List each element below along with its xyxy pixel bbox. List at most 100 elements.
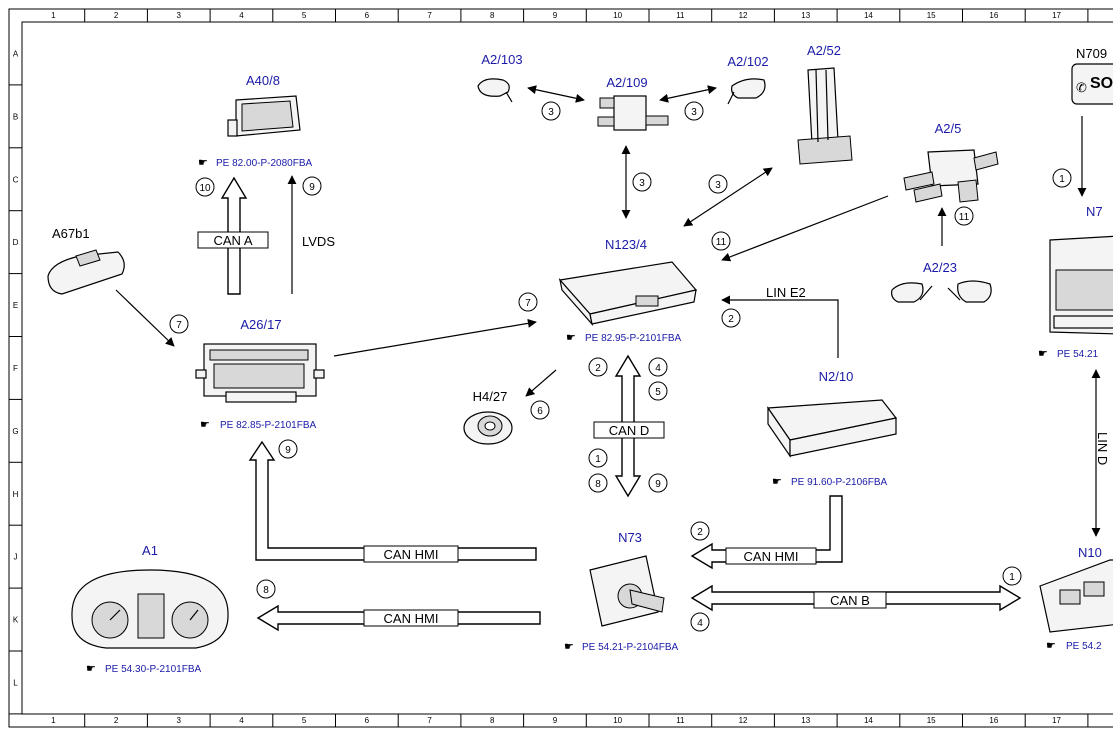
grid-column-label: 10 — [613, 716, 622, 725]
ref-n10[interactable]: PE 54.2 — [1066, 641, 1102, 652]
label-a67b1: A67b1 — [52, 226, 90, 241]
label-h4-27: H4/27 — [473, 389, 508, 404]
label-n73: N73 — [618, 530, 642, 545]
signal-number-circle: 2 — [690, 521, 710, 541]
signal-number: 8 — [263, 585, 269, 596]
label-a2-103: A2/103 — [481, 52, 522, 67]
grid-column-label: 8 — [490, 11, 495, 20]
grid-column-label: 3 — [177, 11, 182, 20]
grid-column-label: 10 — [613, 11, 622, 20]
grid-row-label: B — [13, 112, 18, 121]
signal-number-circle: 8 — [588, 473, 608, 493]
signal-number: 3 — [715, 180, 721, 191]
grid-column-label: 11 — [676, 11, 685, 20]
bus-labels: CAN A LVDS CAN D LIN E2 CAN HMI CAN HMI … — [197, 231, 1110, 627]
signal-number-circle: 3 — [708, 174, 728, 194]
grid-column-label: 16 — [989, 716, 998, 725]
signal-number: 7 — [176, 320, 182, 331]
ref-a40-8[interactable]: PE 82.00-P-2080FBA — [216, 158, 312, 169]
control-unit-n123-4-drawing — [558, 261, 698, 327]
signal-number: 1 — [1059, 174, 1065, 185]
label-a40-8: A40/8 — [246, 73, 280, 88]
drawing-frame — [8, 8, 1113, 728]
signal-number-circle: 7 — [518, 292, 538, 312]
ref-n123-4[interactable]: PE 82.95-P-2101FBA — [585, 333, 681, 344]
signal-number-circle: 9 — [648, 473, 668, 493]
instrument-cluster-a1-drawing — [71, 569, 229, 649]
sensor-a67b1-drawing — [47, 249, 125, 295]
grid-row-label: F — [13, 364, 18, 373]
grid-row-label: L — [13, 678, 18, 687]
ref-n7[interactable]: PE 54.21 — [1057, 349, 1099, 360]
grid-column-label: 17 — [1052, 716, 1061, 725]
ignition-switch-n73-drawing — [589, 555, 665, 627]
pointing-hand-icon: ☛ — [564, 641, 574, 653]
display-a40-8-drawing — [227, 95, 301, 137]
pointing-hand-icon: ☛ — [86, 663, 96, 675]
grid-column-label: 8 — [490, 716, 495, 725]
antenna-a2-102-drawing — [727, 78, 766, 105]
signal-number-circle: 4 — [648, 357, 668, 377]
grid-row-label: H — [13, 490, 19, 499]
grid-column-label: 1 — [51, 11, 56, 20]
grid-column-label: 7 — [427, 716, 432, 725]
signal-number-circle: 3 — [632, 172, 652, 192]
grid-column-label: 1 — [51, 716, 56, 725]
label-n7: N7 — [1086, 204, 1103, 219]
antenna-a2-5-drawing — [903, 149, 999, 203]
ref-n73[interactable]: PE 54.21-P-2104FBA — [582, 642, 678, 653]
ref-n2-10[interactable]: PE 91.60-P-2106FBA — [791, 477, 887, 488]
bus-label-can-d: CAN D — [609, 423, 649, 438]
grid-row-label: C — [13, 175, 19, 184]
label-n123-4: N123/4 — [605, 237, 647, 252]
signal-number-circle: 3 — [541, 101, 561, 121]
signal-number: 10 — [199, 183, 211, 194]
bus-label-lvds: LVDS — [302, 234, 335, 249]
signal-number: 6 — [537, 406, 543, 417]
grid-column-label: 9 — [553, 716, 558, 725]
grid-column-label: 2 — [114, 716, 119, 725]
label-n2-10: N2/10 — [819, 369, 854, 384]
bus-label-can-a: CAN A — [213, 233, 252, 248]
bus-label-can-b: CAN B — [830, 593, 870, 608]
signal-number-circle: 1 — [1002, 566, 1022, 586]
signal-number: 3 — [691, 107, 697, 118]
signal-number: 7 — [525, 298, 531, 309]
label-a26-17: A26/17 — [240, 317, 281, 332]
grid-column-label: 6 — [365, 11, 370, 20]
bus-label-can-hmi-1: CAN HMI — [384, 547, 439, 562]
grid-column-label: 14 — [864, 716, 873, 725]
signal-number: 4 — [655, 363, 661, 374]
grid-column-label: 3 — [177, 716, 182, 725]
signal-number-circle: 4 — [690, 612, 710, 632]
grid-column-label: 12 — [739, 716, 748, 725]
reference-labels: ☛ PE 82.00-P-2080FBA ☛ PE 82.95-P-2101FB… — [86, 157, 1102, 675]
grid-column-label: 11 — [676, 716, 685, 725]
grid-column-label: 2 — [114, 11, 119, 20]
grid-column-label: 6 — [365, 716, 370, 725]
signal-number: 9 — [309, 182, 315, 193]
grid-column-label: 14 — [864, 11, 873, 20]
grid-column-label: 13 — [801, 11, 810, 20]
grid-row-label: A — [13, 49, 19, 58]
signal-number: 8 — [595, 479, 601, 490]
antenna-a2-52-drawing — [797, 67, 853, 165]
grid-column-label: 9 — [553, 11, 558, 20]
component-labels: A40/8 A2/103 A2/109 A2/102 A2/52 N709 A2… — [52, 43, 1107, 560]
signal-number-circle: 8 — [256, 579, 276, 599]
antenna-a2-103-drawing — [477, 78, 513, 103]
grid-row-label: J — [14, 553, 18, 562]
label-a1: A1 — [142, 543, 158, 558]
ref-a1[interactable]: PE 54.30-P-2101FBA — [105, 664, 201, 675]
grid-column-label: 15 — [927, 11, 936, 20]
label-a2-109: A2/109 — [606, 75, 647, 90]
grid-column-label: 5 — [302, 716, 307, 725]
signal-number: 11 — [716, 237, 727, 248]
signal-number-circles: 3 3 3 3 10 9 1 11 11 7 7 2 2 4 5 6 9 1 8… — [169, 101, 1072, 632]
ref-a26-17[interactable]: PE 82.85-P-2101FBA — [220, 420, 316, 431]
control-unit-n2-10-drawing — [766, 399, 898, 458]
signal-number-circle: 2 — [721, 308, 741, 328]
signal-number: 3 — [548, 107, 554, 118]
signal-number: 2 — [697, 527, 703, 538]
